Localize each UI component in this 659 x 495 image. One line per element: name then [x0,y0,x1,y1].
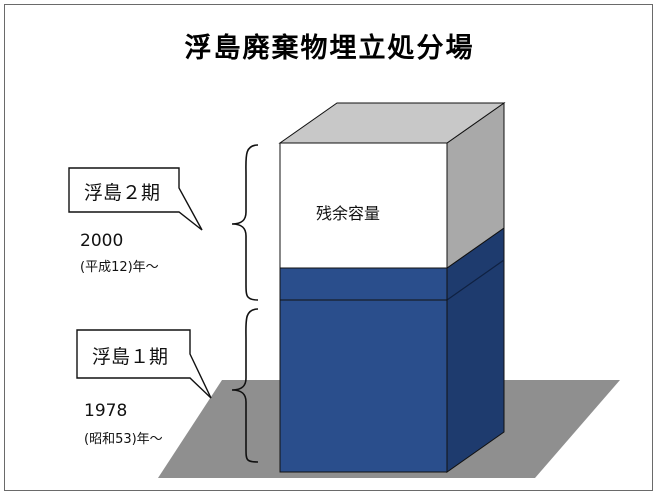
callout-phase1-label: 浮島１期 [92,346,169,368]
diagram-title: 浮島廃棄物埋立処分場 [184,33,475,64]
callout-phase1 [76,329,212,399]
remaining-capacity-label: 残余容量 [316,204,381,223]
brace-phase2 [231,144,259,301]
front-face-phase1 [279,299,448,473]
front-face-empty [279,142,448,269]
side-face-filled [446,227,505,473]
front-face-phase2 [279,267,448,301]
callout-phase2-label: 浮島２期 [84,182,161,204]
phase1-year: 1978 [84,401,128,421]
side-phase-line [446,259,505,301]
callout-phase2 [68,167,203,231]
phase2-year: 2000 [80,231,124,251]
phase2-era: (平成12)年〜 [80,260,159,275]
phase1-era: (昭和53)年〜 [84,432,163,447]
brace-phase1 [231,308,259,463]
